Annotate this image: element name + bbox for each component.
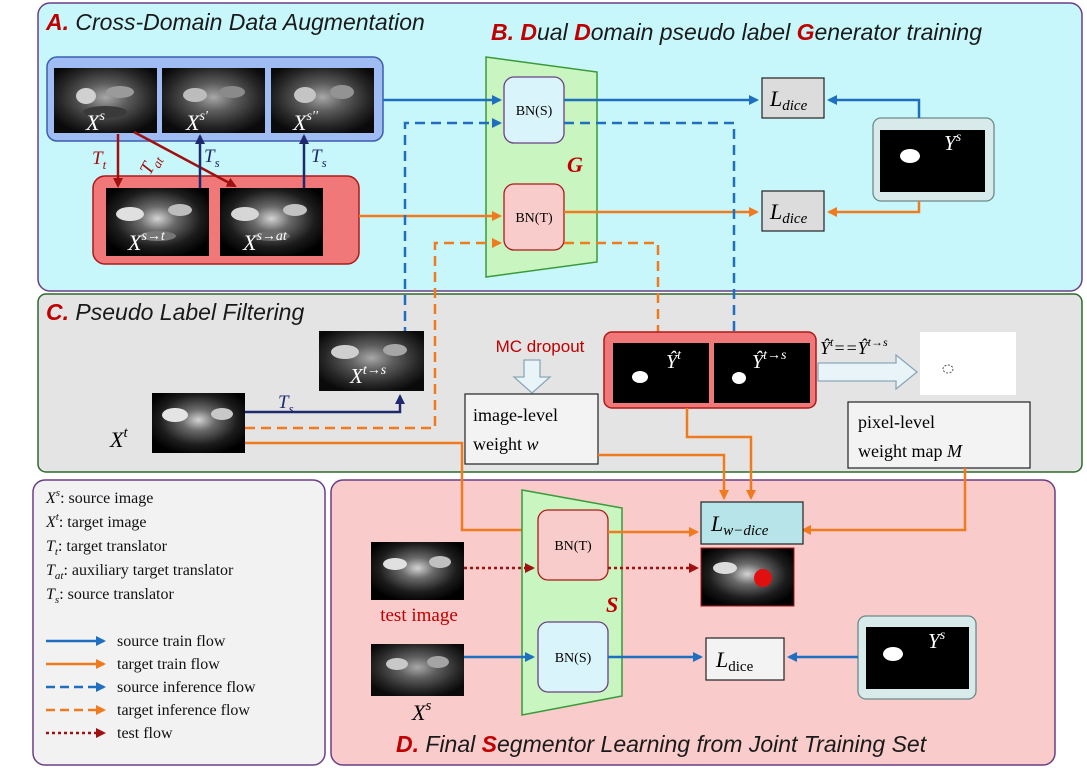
flow-m-to-wdice bbox=[801, 468, 967, 535]
ys-bottom-mask bbox=[866, 627, 969, 689]
flow-xt-to-s bbox=[245, 441, 535, 535]
g-bn-t-label: BN(T) bbox=[515, 211, 553, 226]
loss-dice-bottom bbox=[705, 637, 785, 681]
loss-dice-mid-label: Ldice bbox=[769, 199, 808, 227]
mri-xs-to-t bbox=[106, 188, 209, 256]
label-xs-double-prime: Xs′′ bbox=[292, 109, 319, 135]
loss-wdice-label: Lw−dice bbox=[710, 511, 769, 539]
label-xs-to-t: Xs→t bbox=[127, 229, 166, 255]
mri-xs-to-at bbox=[220, 188, 323, 256]
consistency-map bbox=[920, 332, 1016, 395]
mri-xt-to-s bbox=[319, 331, 424, 391]
legend-flow-label: source inference flow bbox=[117, 679, 256, 696]
ys-label-mask bbox=[880, 130, 985, 192]
legend-flow-label: source train flow bbox=[117, 633, 226, 650]
mri-xs bbox=[54, 68, 157, 133]
mri-xs-prime bbox=[162, 68, 265, 133]
title-d: D. Final Segmentor Learning from Joint T… bbox=[396, 731, 928, 757]
label-xs-prime: Xs′ bbox=[185, 109, 209, 135]
ys-label-blob bbox=[900, 149, 920, 163]
title-a: A. Cross-Domain Data Augmentation bbox=[45, 9, 425, 35]
pixel-level-line2: weight map M bbox=[858, 441, 963, 461]
mri-test-image bbox=[371, 542, 464, 600]
legend-definition: Tt: target translator bbox=[46, 538, 168, 558]
legend-flow-label: target inference flow bbox=[117, 702, 250, 719]
mc-dropout-arrow bbox=[512, 359, 552, 394]
legend-flows: source train flow target train flow source… bbox=[46, 633, 256, 742]
segmentor-s-label: S bbox=[606, 592, 618, 617]
title-b: B. Dual Domain pseudo label Generator tr… bbox=[491, 19, 982, 45]
label-xs-bottom: Xs bbox=[411, 698, 431, 725]
flow-w-to-wdice bbox=[598, 453, 729, 500]
legend-flow-label: test flow bbox=[117, 725, 173, 742]
loss-dice-mid bbox=[761, 190, 825, 232]
label-xs: Xs bbox=[85, 109, 105, 135]
flow-source-inference-out bbox=[564, 121, 739, 343]
label-ys-bottom: Ys bbox=[928, 628, 946, 653]
mri-xt bbox=[152, 393, 245, 453]
pixel-level-weight-box bbox=[847, 401, 1031, 469]
image-level-line2: weight w bbox=[473, 434, 539, 454]
flow-target-inference-in bbox=[245, 238, 502, 430]
arrow-tat bbox=[133, 130, 237, 188]
consistency-arrow bbox=[817, 353, 919, 391]
legend-definition: Xs: source image bbox=[45, 487, 153, 507]
generator-g-label: G bbox=[567, 152, 583, 177]
mri-xs-double-prime bbox=[271, 68, 374, 133]
ys-bottom-blob bbox=[883, 647, 903, 661]
mask-ytts-blob bbox=[732, 372, 746, 384]
s-bn-s-label: BN(S) bbox=[555, 651, 592, 666]
label-ts-a2: Ts bbox=[311, 146, 327, 170]
flow-yt-to-wdice bbox=[685, 408, 756, 500]
flow-ts-translate-target bbox=[245, 394, 405, 414]
legend-definition: Xt: target image bbox=[45, 511, 147, 531]
mask-ytts bbox=[714, 343, 810, 403]
mc-dropout-label: MC dropout bbox=[496, 337, 585, 356]
flow-ys-to-dice-mid bbox=[827, 201, 921, 217]
loss-dice-top-label: Ldice bbox=[769, 86, 808, 114]
g-bn-t-block bbox=[503, 183, 565, 251]
pixel-level-line1: pixel-level bbox=[858, 412, 935, 432]
loss-dice-top bbox=[761, 77, 825, 119]
mask-yt-blob bbox=[632, 371, 648, 383]
label-ys-top: Ys bbox=[944, 130, 962, 155]
label-xt: Xt bbox=[109, 425, 128, 452]
legend-flow-label: target train flow bbox=[117, 656, 220, 673]
mask-yt bbox=[613, 343, 709, 403]
s-bn-t-block bbox=[537, 509, 609, 581]
label-xs-to-at: Xs→at bbox=[242, 229, 288, 255]
title-c: C. Pseudo Label Filtering bbox=[46, 299, 304, 325]
equality-label: Ŷt==Ŷt→s bbox=[820, 335, 888, 358]
legend-definition: Ts: source translator bbox=[46, 586, 174, 606]
loss-wdice bbox=[700, 501, 804, 545]
loss-dice-bottom-label: Ldice bbox=[715, 647, 754, 675]
flow-source-inference-in bbox=[403, 118, 502, 337]
flow-ys-to-dice-top bbox=[827, 95, 921, 118]
segmentation-result-blob bbox=[754, 569, 772, 587]
mri-xs-bottom bbox=[371, 644, 464, 696]
legend-definition: Tat: auxiliary target translator bbox=[46, 562, 234, 582]
panel-legend bbox=[32, 479, 326, 766]
image-level-line1: image-level bbox=[473, 405, 558, 425]
label-xt-to-s: Xt→s bbox=[349, 363, 387, 388]
s-bn-t-label: BN(T) bbox=[554, 539, 592, 554]
g-bn-s-label: BN(S) bbox=[516, 104, 553, 119]
g-bn-s-block bbox=[503, 76, 565, 144]
test-image-label: test image bbox=[380, 605, 458, 626]
consistency-map-blob bbox=[942, 364, 954, 374]
label-tt: Tt bbox=[92, 148, 107, 172]
label-ts-a1: Ts bbox=[204, 146, 220, 170]
label-ts-c: Ts bbox=[278, 392, 294, 416]
label-ytts: Ŷt→s bbox=[752, 348, 787, 373]
mri-test-result bbox=[700, 547, 795, 607]
label-yt: Ŷt bbox=[666, 348, 682, 373]
image-level-weight-box bbox=[464, 393, 599, 465]
